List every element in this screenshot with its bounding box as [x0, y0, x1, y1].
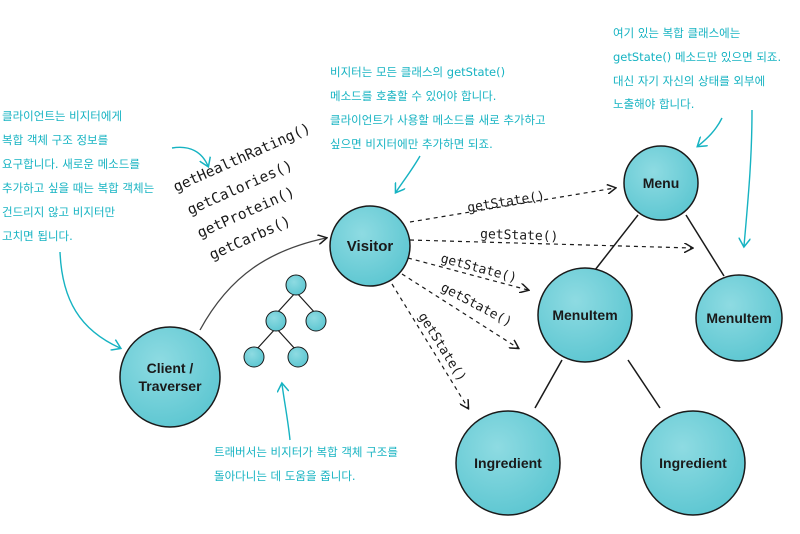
note-line: 클라이언트는 비지터에게 [2, 109, 122, 123]
ingredient-right-node: Ingredient [640, 410, 746, 516]
note-line: 고치면 됩니다. [2, 229, 73, 243]
arrow-to-ingredient [391, 283, 468, 408]
note-line: 클라이언트가 사용할 메소드를 새로 추가하고 [330, 113, 546, 127]
visitor-node: Visitor [329, 205, 411, 287]
note-line: 여기 있는 복합 클래스에는 [613, 26, 740, 40]
edge-menuitem-ingredient-left [534, 359, 563, 409]
note-line: 대신 자기 자신의 상태를 외부에 [613, 74, 765, 88]
client-to-visitor-arrow [199, 238, 326, 331]
call-label: getState() [480, 227, 559, 245]
menu-node: Menu [623, 145, 699, 221]
composite-note-arrow-menuitem [744, 109, 753, 246]
note-line: 싶으면 비지터에만 추가하면 되죠. [330, 137, 493, 151]
client-note-arrow-methods [171, 146, 208, 166]
arrow-to-menuitem-right [409, 239, 692, 248]
ingredient-left-node: Ingredient [455, 410, 561, 516]
menuitem-right-node: MenuItem [695, 274, 783, 362]
note-line: 비지터는 모든 클래스의 getState() [330, 65, 505, 79]
ingredient-left-label: Ingredient [474, 455, 542, 471]
note-line: 돌아다니는 데 도움을 줍니다. [214, 469, 356, 483]
ingredient-right-label: Ingredient [659, 455, 727, 471]
traverser-note-arrow [282, 384, 291, 441]
traverser-note: 트래버서는 비지터가 복합 객체 구조를 돌아다니는 데 도움을 줍니다. [214, 445, 398, 483]
note-line: 요구합니다. 새로운 메소드를 [2, 157, 140, 171]
note-line: getState() 메소드만 있으면 되죠. [613, 50, 781, 64]
menuitem-left-label: MenuItem [552, 307, 617, 323]
edge-menu-menuitem-right [685, 214, 725, 277]
method-list: getHealthRating() getCalories() getProte… [171, 121, 313, 264]
client-label-line1: Client / [147, 360, 194, 376]
note-line: 추가하고 싶을 때는 복합 객체는 [2, 181, 154, 195]
note-line: 메소드를 호출할 수 있어야 합니다. [330, 89, 496, 103]
client-note: 클라이언트는 비지터에게 복합 객체 구조 정보를 요구합니다. 새로운 메소드… [2, 109, 154, 243]
composite-note-arrow-menu [698, 117, 723, 146]
client-node: Client / Traverser [119, 326, 221, 428]
visitor-label: Visitor [347, 238, 394, 255]
getstate-arrows [391, 188, 692, 408]
client-note-arrow-client [59, 251, 120, 348]
call-label: getState() [439, 251, 518, 286]
visitor-note: 비지터는 모든 클래스의 getState() 메소드를 호출할 수 있어야 합… [330, 65, 546, 151]
note-line: 트래버서는 비지터가 복합 객체 구조를 [214, 445, 398, 459]
arrow-to-menuitem-left-2 [401, 273, 518, 348]
menu-label: Menu [643, 175, 680, 191]
menuitem-right-label: MenuItem [706, 310, 771, 326]
note-line: 노출해야 합니다. [613, 97, 694, 111]
call-label: getState() [466, 189, 546, 216]
tree-edges [534, 214, 725, 409]
edge-menuitem-ingredient-right [627, 359, 661, 409]
edge-menu-menuitem-left [594, 214, 639, 271]
note-line: 건드리지 않고 비지터만 [2, 205, 116, 219]
call-label: getState() [415, 310, 469, 384]
client-label-line2: Traverser [138, 378, 202, 394]
composite-note: 여기 있는 복합 클래스에는 getState() 메소드만 있으면 되죠. 대… [613, 26, 781, 111]
arrow-to-menu [409, 188, 615, 223]
tree-icon [243, 274, 327, 368]
call-label: getState() [438, 280, 514, 330]
note-line: 복합 객체 구조 정보를 [2, 133, 108, 147]
visitor-note-arrow [396, 155, 421, 192]
menuitem-left-node: MenuItem [537, 267, 633, 363]
